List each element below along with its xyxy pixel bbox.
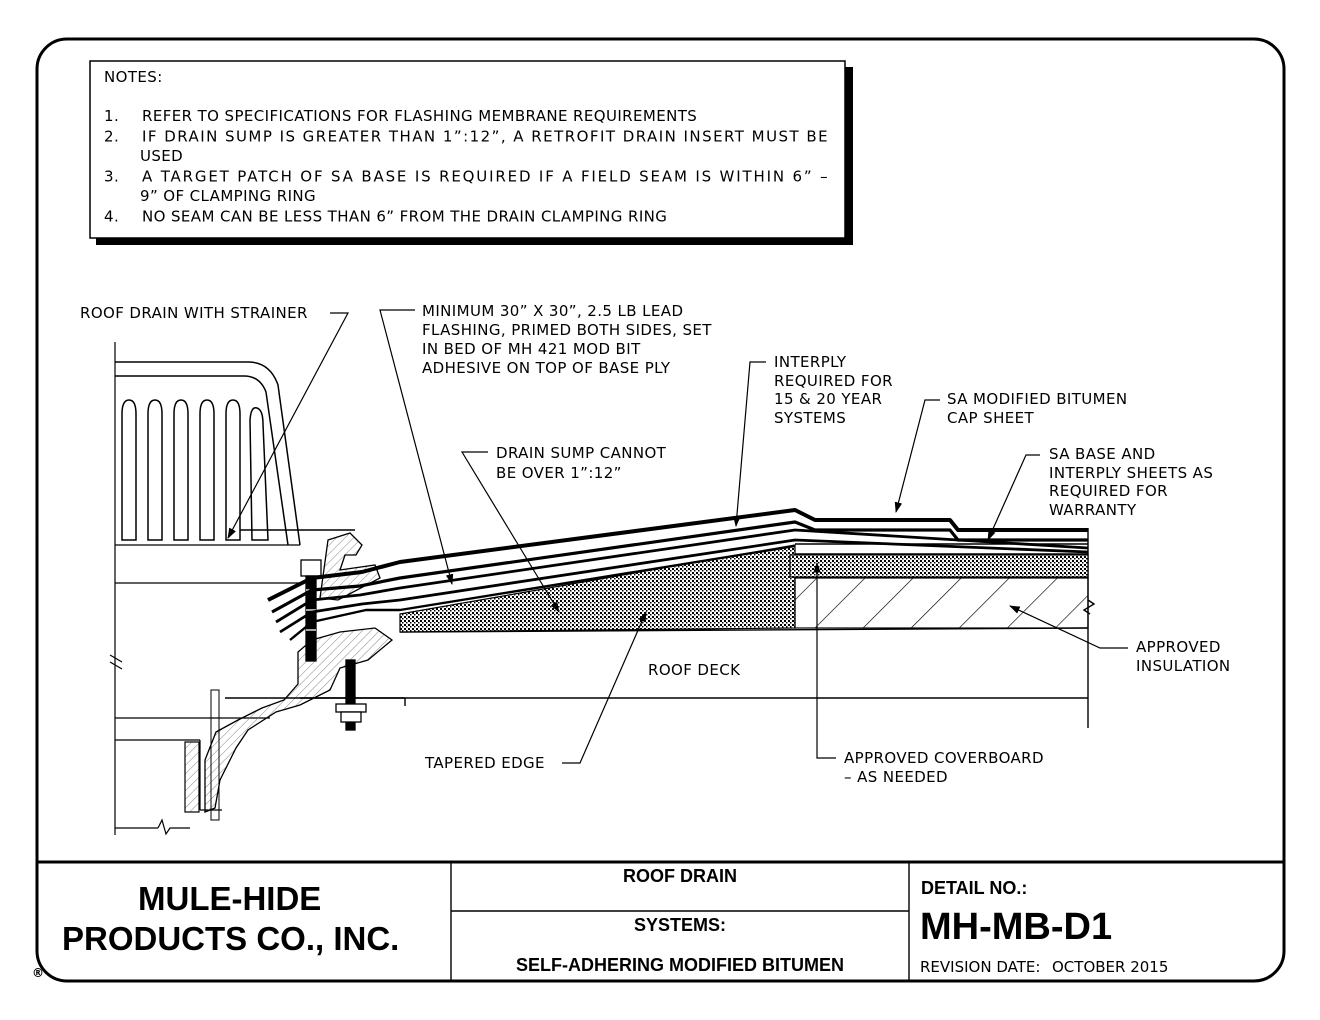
revision-label: REVISION DATE: bbox=[920, 958, 1041, 976]
callout-sa-base: SA BASE AND INTERPLY SHEETS AS REQUIRED … bbox=[1049, 445, 1218, 519]
title-block-frame bbox=[37, 860, 1284, 981]
callout-coverboard: APPROVED COVERBOARD – AS NEEDED bbox=[844, 749, 1049, 786]
roof-drain-section-drawing bbox=[109, 342, 1096, 836]
leader-sa-base bbox=[987, 454, 1040, 541]
insulation bbox=[794, 577, 1089, 629]
clamping-ring bbox=[184, 532, 394, 821]
note-text: IF DRAIN SUMP IS GREATER THAN 1”:12”, A … bbox=[142, 128, 828, 146]
note-text: REFER TO SPECIFICATIONS FOR FLASHING MEM… bbox=[142, 107, 697, 125]
leader-drain-sump bbox=[460, 451, 560, 613]
leader-tapered-edge bbox=[562, 611, 647, 764]
note-text: NO SEAM CAN BE LESS THAN 6” FROM THE DRA… bbox=[142, 208, 667, 226]
note-text: 9” OF CLAMPING RING bbox=[140, 187, 316, 205]
clamp-bolts bbox=[300, 559, 367, 731]
callout-drain-sump: DRAIN SUMP CANNOT BE OVER 1”:12” bbox=[496, 444, 671, 482]
system-name: SELF-ADHERING MODIFIED BITUMEN bbox=[516, 955, 844, 975]
leader-lead-flashing bbox=[379, 309, 454, 586]
leader-coverboard bbox=[813, 561, 836, 759]
company-name-line2: PRODUCTS CO., INC. bbox=[62, 920, 400, 957]
callout-roof-drain: ROOF DRAIN WITH STRAINER bbox=[80, 304, 308, 322]
note-text: USED bbox=[140, 147, 183, 165]
strainer-dome bbox=[115, 361, 355, 546]
callout-cap-sheet: SA MODIFIED BITUMEN CAP SHEET bbox=[947, 390, 1133, 427]
membrane-plies bbox=[267, 508, 1089, 641]
notes-box: NOTES: 1. REFER TO SPECIFICATIONS FOR FLA… bbox=[89, 60, 853, 245]
company-name-line1: MULE-HIDE bbox=[138, 880, 322, 917]
notes-list: 1. REFER TO SPECIFICATIONS FOR FLASHING M… bbox=[104, 107, 828, 226]
revision-date: OCTOBER 2015 bbox=[1052, 958, 1169, 976]
notes-heading: NOTES: bbox=[104, 68, 163, 86]
drawing-title: ROOF DRAIN bbox=[623, 866, 737, 886]
callout-tapered-edge: TAPERED EDGE bbox=[424, 754, 545, 772]
leader-interply bbox=[733, 361, 766, 528]
callout-labels: ROOF DRAIN WITH STRAINER MINIMUM 30” X 3… bbox=[80, 302, 1231, 786]
detail-label: DETAIL NO.: bbox=[921, 878, 1028, 898]
coverboard bbox=[789, 554, 1089, 578]
note-number: 1. bbox=[104, 107, 119, 125]
leader-cap-sheet bbox=[894, 399, 940, 514]
registered-mark: ® bbox=[32, 966, 44, 980]
detail-number: MH-MB-D1 bbox=[920, 906, 1113, 948]
sheet-border bbox=[35, 37, 1286, 983]
note-number: 4. bbox=[104, 208, 119, 226]
callout-insulation: APPROVED INSULATION bbox=[1136, 638, 1231, 675]
leader-lines bbox=[227, 309, 1128, 764]
callout-lead-flashing: MINIMUM 30” X 30”, 2.5 LB LEAD FLASHING,… bbox=[422, 302, 717, 377]
systems-label: SYSTEMS: bbox=[633, 915, 726, 935]
callout-interply: INTERPLY REQUIRED FOR 15 & 20 YEAR SYSTE… bbox=[774, 353, 898, 427]
leader-roof-drain bbox=[227, 312, 349, 539]
callout-roof-deck: ROOF DECK bbox=[648, 661, 741, 679]
note-number: 3. bbox=[104, 168, 119, 186]
drain-body bbox=[109, 342, 300, 836]
leader-insulation bbox=[1009, 605, 1128, 649]
note-number: 2. bbox=[104, 128, 119, 146]
note-text: A TARGET PATCH OF SA BASE IS REQUIRED IF… bbox=[142, 168, 828, 186]
